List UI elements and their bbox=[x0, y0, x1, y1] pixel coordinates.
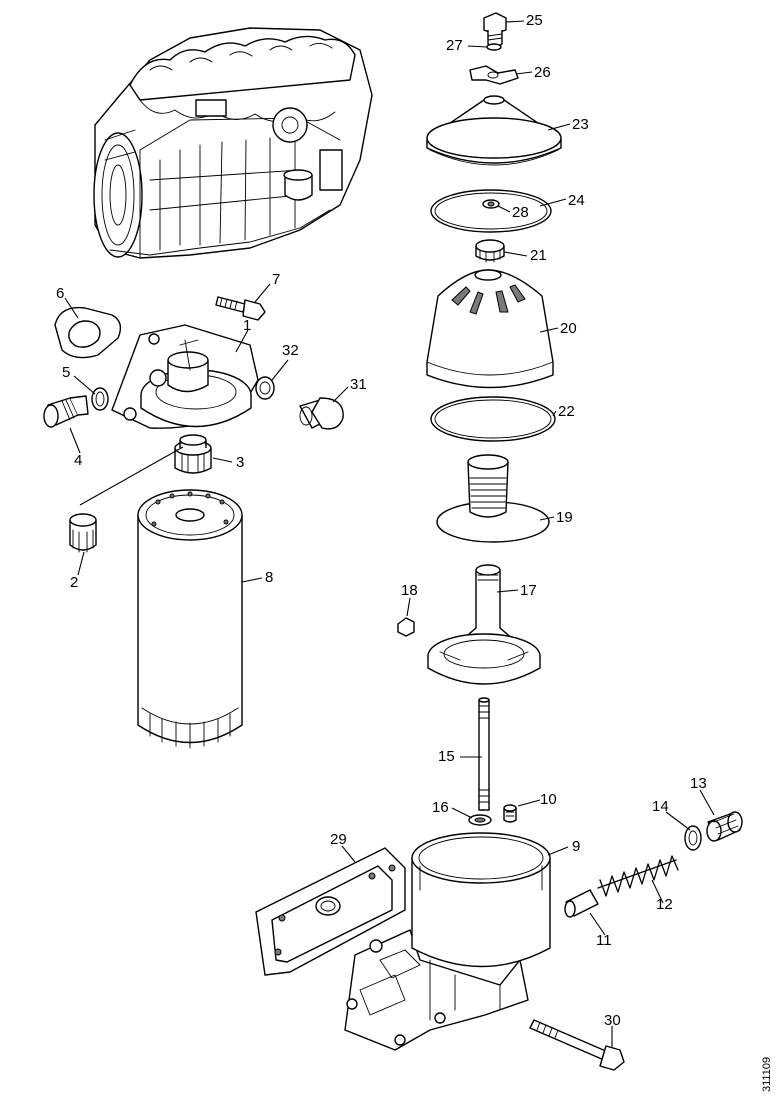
part-8-oil-filter bbox=[137, 489, 243, 749]
part-5-o-ring bbox=[91, 387, 109, 411]
part-27-washer bbox=[486, 43, 502, 51]
callout-11: 11 bbox=[596, 932, 612, 949]
callout-30: 30 bbox=[604, 1012, 621, 1029]
callout-leaders bbox=[64, 20, 715, 1048]
callout-32: 32 bbox=[282, 342, 299, 359]
callout-1: 1 bbox=[243, 317, 251, 334]
part-16-washer bbox=[468, 814, 492, 826]
callout-31: 31 bbox=[350, 376, 367, 393]
callout-12: 12 bbox=[656, 896, 673, 913]
callout-3: 3 bbox=[236, 454, 244, 471]
callout-15: 15 bbox=[438, 748, 455, 765]
callout-13: 13 bbox=[690, 775, 707, 792]
part-26-clip bbox=[469, 65, 519, 85]
part-12-spring bbox=[597, 855, 679, 897]
callout-23: 23 bbox=[572, 116, 589, 133]
part-21-nut bbox=[475, 239, 505, 263]
part-18-nut bbox=[397, 617, 415, 637]
part-28-washer bbox=[482, 199, 500, 209]
part-32-seal-ring bbox=[255, 376, 275, 400]
callout-8: 8 bbox=[265, 569, 273, 586]
part-1-filter-head bbox=[111, 324, 259, 429]
part-31-plug bbox=[299, 397, 344, 430]
part-30-bolt bbox=[529, 1019, 625, 1071]
part-13-plug bbox=[706, 811, 743, 842]
callout-6: 6 bbox=[56, 285, 64, 302]
callout-21: 21 bbox=[530, 247, 547, 264]
part-25-bolt bbox=[483, 12, 507, 47]
callout-10: 10 bbox=[540, 791, 557, 808]
callout-5: 5 bbox=[62, 364, 70, 381]
part-14-o-ring bbox=[684, 825, 702, 851]
callout-4: 4 bbox=[74, 452, 82, 469]
callout-18: 18 bbox=[401, 582, 418, 599]
part-11-piston bbox=[564, 889, 599, 918]
part-9-centrifuge-housing bbox=[344, 832, 551, 1051]
callout-labels: 1 2 3 4 5 6 7 8 9 10 11 12 13 14 15 16 1… bbox=[56, 12, 707, 1029]
part-10-plug bbox=[503, 804, 517, 823]
callout-25: 25 bbox=[526, 12, 543, 29]
callout-20: 20 bbox=[560, 320, 577, 337]
part-19-rotor-tube bbox=[436, 454, 550, 543]
part-6-gasket bbox=[54, 306, 122, 359]
callout-9: 9 bbox=[572, 838, 580, 855]
callout-16: 16 bbox=[432, 799, 449, 816]
callout-29: 29 bbox=[330, 831, 347, 848]
callout-2: 2 bbox=[70, 574, 78, 591]
part-23-rotor-cover bbox=[426, 95, 562, 166]
part-2-nipple bbox=[69, 513, 97, 553]
callout-26: 26 bbox=[534, 64, 551, 81]
callout-24: 24 bbox=[568, 192, 585, 209]
callout-7: 7 bbox=[272, 271, 280, 288]
callout-27: 27 bbox=[446, 37, 463, 54]
part-15-shaft bbox=[478, 697, 490, 811]
document-id: 311109 bbox=[761, 1057, 773, 1092]
part-22-o-ring bbox=[430, 396, 556, 442]
part-7-bolt bbox=[215, 296, 266, 321]
part-24-seal bbox=[430, 189, 552, 233]
callout-19: 19 bbox=[556, 509, 573, 526]
callout-17: 17 bbox=[520, 582, 537, 599]
part-17-spindle bbox=[427, 564, 541, 685]
part-3-nipple bbox=[174, 434, 212, 474]
callout-22: 22 bbox=[558, 403, 575, 420]
assembly-leader-line bbox=[79, 446, 184, 506]
callout-28: 28 bbox=[512, 204, 529, 221]
engine-overview-drawing bbox=[93, 27, 373, 259]
part-4-nipple bbox=[43, 395, 89, 428]
part-20-rotor bbox=[426, 269, 554, 389]
callout-14: 14 bbox=[652, 798, 669, 815]
part-29-gasket bbox=[255, 847, 406, 976]
